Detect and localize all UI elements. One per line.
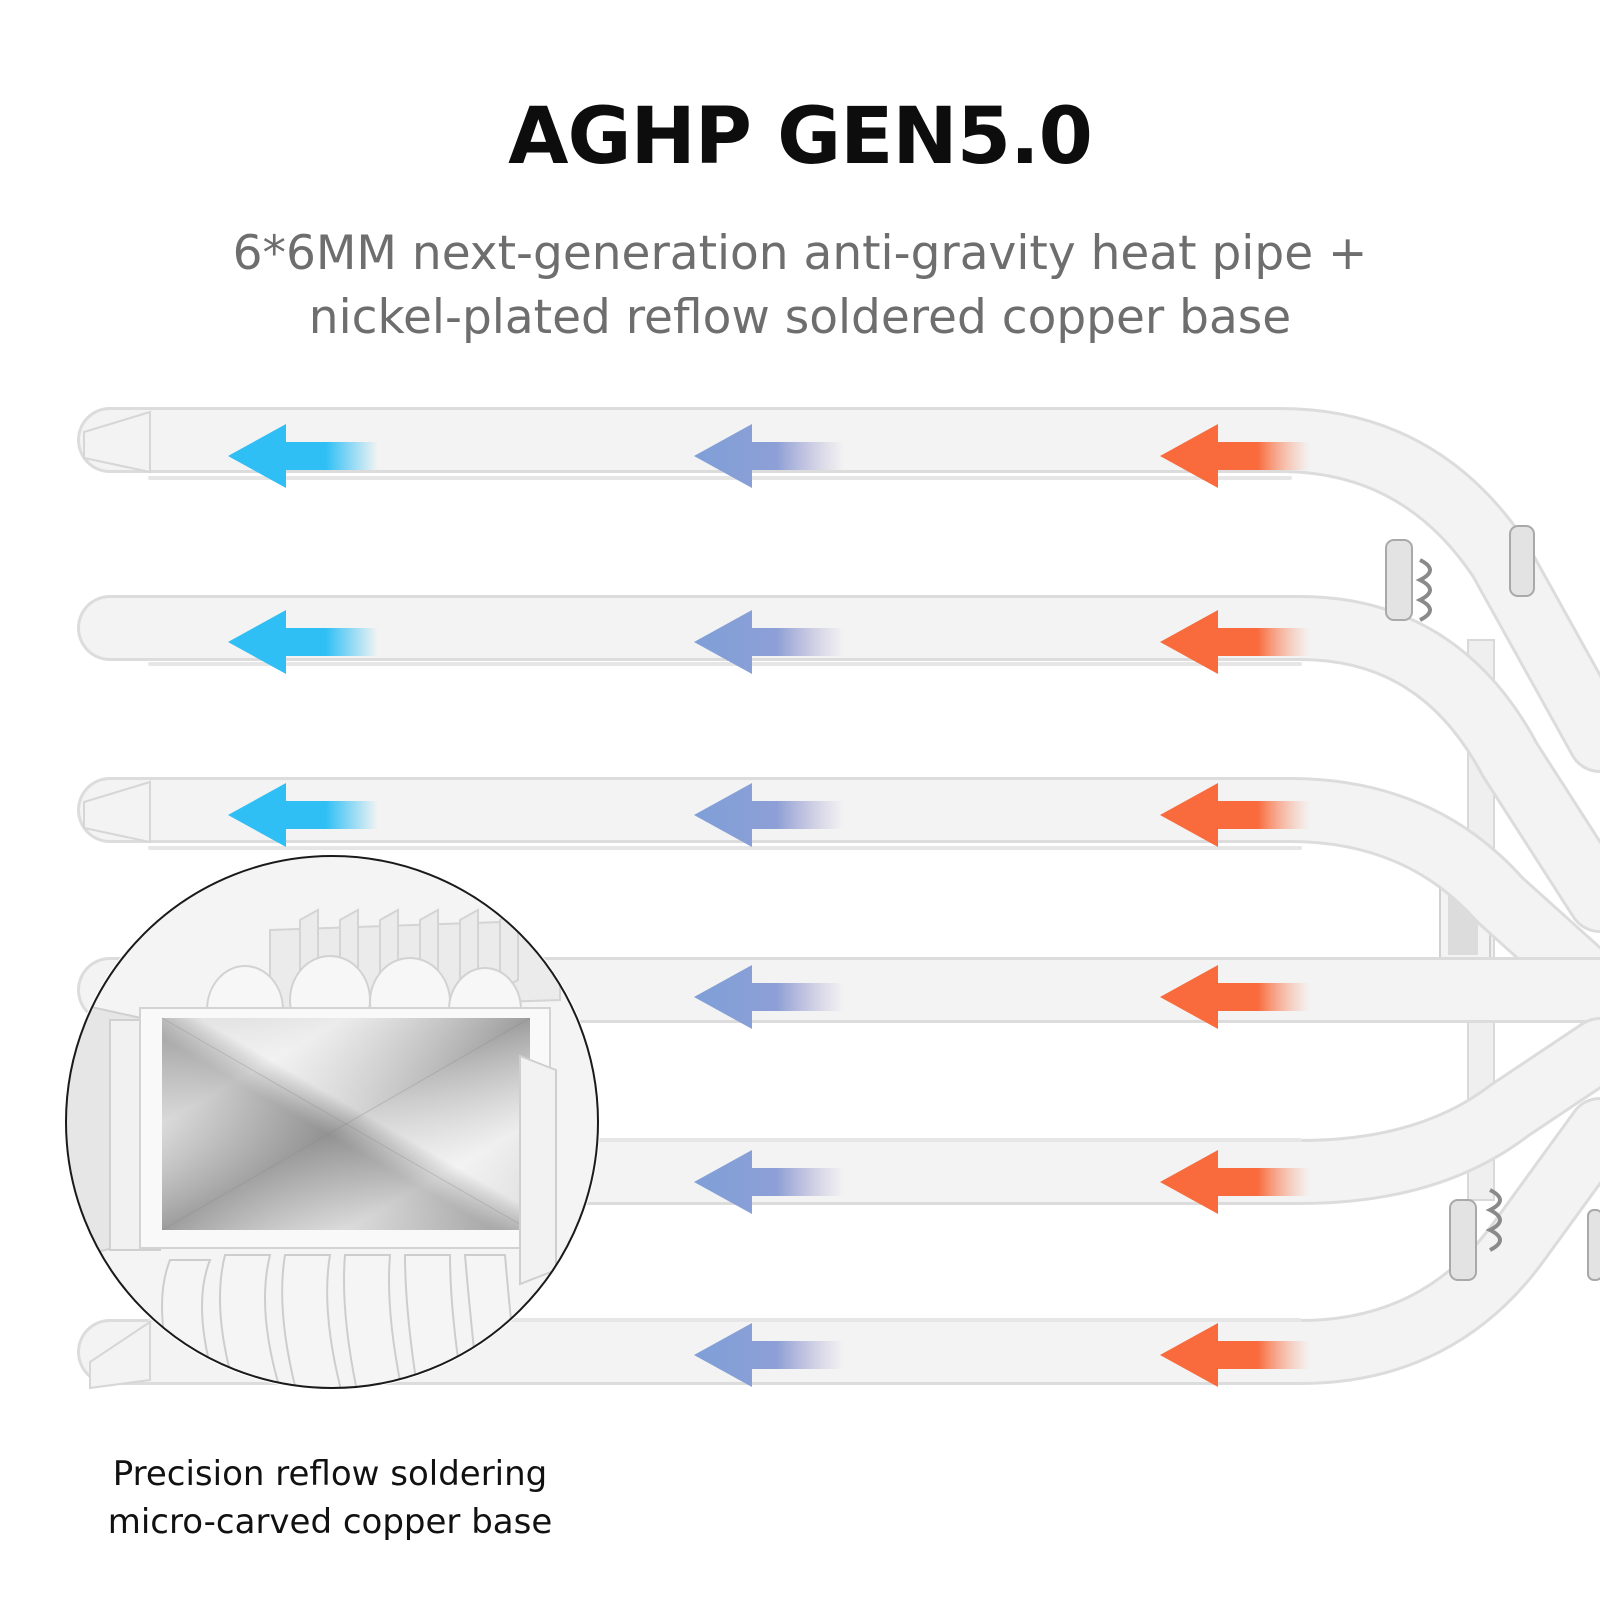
page-subtitle: 6*6MM next-generation anti-gravity heat …	[0, 222, 1600, 350]
heat-pipes	[77, 407, 1600, 1385]
heat-pipe-illustration	[64, 407, 1600, 1390]
subtitle-line-1: 6*6MM next-generation anti-gravity heat …	[232, 226, 1368, 281]
pipe-tips	[83, 410, 151, 1390]
subtitle-line-2: nickel-plated reflow soldered copper bas…	[308, 290, 1292, 345]
caption-line-1: Precision reflow soldering	[112, 1454, 548, 1494]
page-title: AGHP GEN5.0	[508, 92, 1093, 182]
caption-line-2: micro-carved copper base	[107, 1502, 553, 1542]
copper-base-inset	[64, 854, 600, 1390]
mounting-screws	[1385, 525, 1600, 1281]
inset-caption: Precision reflow soldering micro-carved …	[40, 1450, 620, 1546]
